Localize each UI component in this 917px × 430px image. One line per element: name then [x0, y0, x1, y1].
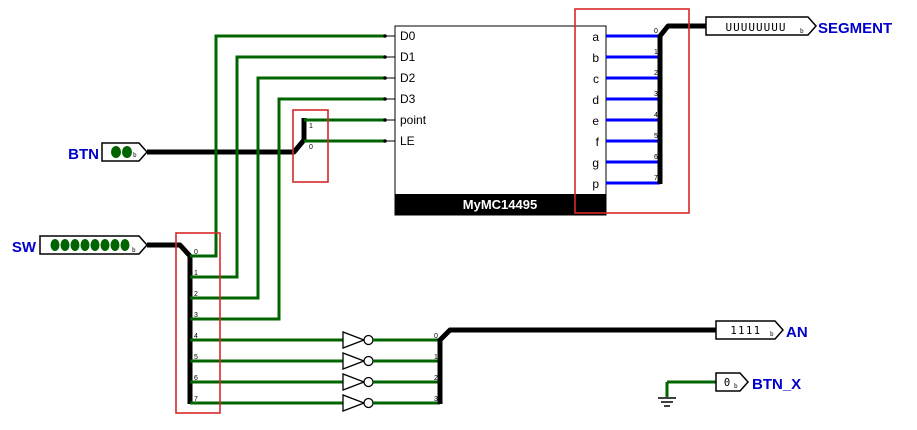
svg-text:6: 6: [654, 154, 658, 161]
btn-radix: b: [133, 152, 137, 159]
btn-bit-1-led: [111, 146, 121, 158]
an-output-pin[interactable]: 1111 b: [715, 320, 785, 340]
not-gate-0[interactable]: [342, 331, 374, 349]
btn-x-output-pin[interactable]: 0 b: [715, 372, 750, 392]
an-radix: b: [770, 331, 774, 338]
btn-bus: [147, 118, 307, 155]
pin-label-d1: D1: [400, 50, 416, 64]
svg-text:1: 1: [194, 270, 198, 277]
sw-bit-leds: [50, 239, 130, 251]
pin-label-g: g: [592, 156, 599, 170]
connection-dots: [383, 34, 387, 143]
component-title: MyMC14495: [463, 197, 537, 212]
not-gate-2[interactable]: [342, 373, 374, 391]
pin-label-d: d: [592, 93, 599, 107]
svg-text:4: 4: [194, 333, 198, 340]
btn-x-label: BTN_X: [752, 376, 801, 393]
pin-label-d2: D2: [400, 71, 416, 85]
svg-text:6: 6: [194, 375, 198, 382]
pin-label-c: c: [593, 72, 599, 86]
ground-icon: [658, 397, 676, 407]
segment-label: SEGMENT: [818, 20, 892, 37]
wire-sw0-d0: [190, 34, 385, 258]
svg-text:3: 3: [194, 312, 198, 319]
an-splitter-indices: 0 1 2 3: [434, 333, 438, 403]
sw-label: SW: [12, 239, 37, 256]
an-bus: [437, 327, 716, 404]
btn-split-idx-1: 1: [309, 123, 313, 130]
btn-splitter-highlight: [292, 109, 329, 183]
pin-label-d3: D3: [400, 92, 416, 106]
pin-label-f: f: [596, 135, 600, 149]
svg-text:0: 0: [194, 249, 198, 256]
pin-label-point: point: [400, 113, 427, 127]
btn-x-value: 0: [724, 377, 730, 389]
an-label: AN: [786, 324, 808, 341]
sw-splitter-highlight: [175, 232, 221, 414]
svg-text:1: 1: [654, 49, 658, 56]
svg-text:3: 3: [434, 396, 438, 403]
pin-label-e: e: [592, 114, 599, 128]
svg-text:3: 3: [654, 91, 658, 98]
sw-input-pin[interactable]: b: [39, 235, 149, 255]
btn-label: BTN: [68, 146, 99, 163]
wire-sw2-d2: [190, 76, 385, 300]
pin-label-a: a: [592, 30, 599, 44]
an-value: 1111: [730, 325, 761, 337]
sw-radix: b: [132, 247, 136, 254]
mymc14495-component[interactable]: MyMC14495 D0 D1 D2 D3 point LE a b c d e…: [394, 25, 607, 216]
not-gate-1[interactable]: [342, 352, 374, 370]
svg-text:7: 7: [654, 175, 658, 182]
not-gate-3[interactable]: [342, 394, 374, 412]
input-pin-stubs: [385, 35, 395, 142]
segment-output-wires: [606, 34, 660, 185]
btn-x-radix: b: [734, 383, 738, 390]
pin-label-p: p: [592, 177, 599, 191]
pin-label-b: b: [592, 51, 599, 65]
wire-ground-btnx: [665, 380, 716, 397]
wire-sw1-d1: [190, 55, 385, 279]
svg-text:7: 7: [194, 396, 198, 403]
pin-label-d0: D0: [400, 29, 416, 43]
svg-text:2: 2: [194, 291, 198, 298]
pin-label-le: LE: [400, 134, 415, 148]
sw-splitter-indices: 0 1 2 3 4 5 6 7: [194, 249, 198, 403]
segment-radix: b: [800, 28, 804, 35]
btn-split-idx-0: 0: [309, 144, 313, 151]
wire-sw3-d3: [190, 97, 385, 321]
svg-text:5: 5: [654, 133, 658, 140]
sw-bus: [147, 242, 193, 404]
segment-splitter-highlight: [574, 8, 690, 214]
segment-value: UUUUUUUU: [726, 21, 787, 34]
segment-bus: [657, 23, 706, 184]
svg-text:2: 2: [434, 375, 438, 382]
segment-output-pin[interactable]: UUUUUUUU b: [705, 16, 818, 36]
svg-text:4: 4: [654, 112, 658, 119]
btn-bit-0-led: [122, 146, 132, 158]
svg-text:0: 0: [654, 28, 658, 35]
btn-input-pin[interactable]: b: [101, 142, 149, 162]
svg-text:5: 5: [194, 354, 198, 361]
svg-text:0: 0: [434, 333, 438, 340]
svg-text:2: 2: [654, 70, 658, 77]
segment-splitter-indices: 0 1 2 3 4 5 6 7: [654, 28, 658, 182]
svg-text:1: 1: [434, 354, 438, 361]
